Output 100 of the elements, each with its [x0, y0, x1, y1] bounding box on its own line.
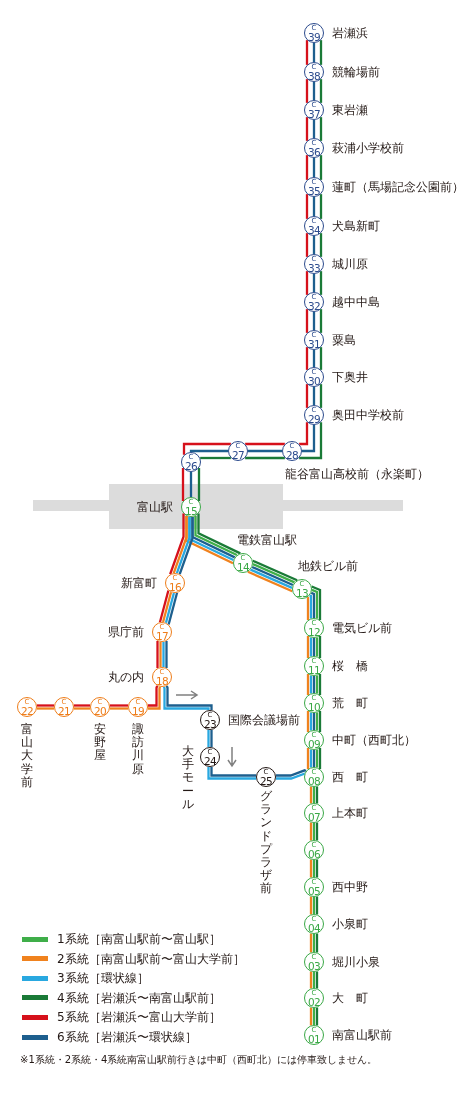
station-circle [304, 914, 324, 934]
station-name: 地鉄ビル前 [298, 559, 358, 573]
station-name: 堀川小泉 [332, 955, 380, 969]
route-line [312, 43, 316, 62]
station-name: 大 町 [332, 991, 368, 1005]
station-number: 03 [307, 960, 321, 971]
station-circle [304, 177, 324, 197]
station-number: 23 [203, 718, 217, 729]
route-line [306, 748, 310, 769]
route-line [109, 707, 129, 710]
station-number: 20 [93, 705, 107, 716]
station-number: 09 [307, 738, 321, 749]
station-circle [304, 656, 324, 676]
station-name: 富山駅 [137, 500, 173, 514]
station-circle [128, 697, 148, 717]
station-circle [304, 1025, 324, 1045]
station-circle [165, 573, 185, 593]
route-line [319, 271, 323, 295]
station-number: 38 [307, 70, 321, 81]
station-name: 城川原 [332, 257, 368, 271]
station-circle [304, 988, 324, 1008]
station-number: 28 [285, 449, 299, 460]
station-number: 15 [184, 505, 198, 516]
route-line [315, 637, 319, 657]
route-line [275, 772, 306, 780]
station-number: 31 [307, 338, 321, 349]
station-circle [181, 452, 201, 472]
station-number: 21 [57, 705, 71, 716]
station-number: 12 [307, 626, 321, 637]
station-number: 32 [307, 300, 321, 311]
route-line [319, 194, 323, 219]
station-name: 諏訪川原 [132, 723, 144, 776]
station-circle [304, 840, 324, 860]
legend-text: 5系統［岩瀬浜〜富山大学前］ [57, 1010, 221, 1025]
route-line [310, 591, 316, 618]
station-number: 01 [307, 1033, 321, 1044]
station-number: 26 [184, 460, 198, 471]
route-line [305, 194, 309, 219]
route-line [309, 1007, 313, 1026]
station-circle [304, 100, 324, 120]
route-line [305, 233, 309, 257]
route-line [36, 707, 55, 710]
station-name: 新富町 [121, 576, 157, 590]
station-circle [17, 697, 37, 717]
station-number: 30 [307, 375, 321, 386]
station-name: 南富山駅前 [332, 1028, 392, 1042]
station-number: 39 [307, 31, 321, 42]
legend-text: 1系統［南富山駅前〜富山駅］ [57, 932, 221, 946]
station-circle [292, 579, 312, 599]
station-circle [233, 553, 253, 573]
station-circle [152, 622, 172, 642]
station-circle [304, 367, 324, 387]
station-circle [304, 138, 324, 158]
station-circle [304, 693, 324, 713]
station-number: 24 [203, 755, 217, 766]
station-name: 西中野 [332, 880, 368, 894]
route-line [200, 456, 231, 460]
station-circle [200, 710, 220, 730]
route-line [309, 859, 313, 878]
station-number: 02 [307, 996, 321, 1007]
route-line [315, 933, 319, 953]
route-line [109, 704, 129, 707]
station-name: 荒 町 [332, 696, 368, 710]
station-number: 10 [307, 701, 321, 712]
route-line [305, 155, 309, 180]
route-line [312, 158, 316, 177]
route-line [36, 704, 55, 707]
route-line [312, 197, 316, 216]
station-circle [256, 767, 276, 787]
route-line [306, 596, 310, 620]
station-number: 27 [231, 449, 245, 460]
station-number: 11 [307, 664, 321, 675]
route-line [319, 309, 323, 333]
route-line [306, 636, 310, 658]
route-line [181, 468, 185, 501]
route-line [309, 749, 313, 768]
route-line [73, 704, 91, 707]
route-line [319, 117, 323, 141]
station-circle [304, 877, 324, 897]
route-line [309, 822, 313, 841]
route-line [319, 155, 323, 180]
station-number: 17 [155, 630, 169, 641]
route-line [245, 456, 285, 460]
station-name: 小泉町 [332, 917, 368, 931]
route-line [318, 674, 322, 695]
route-line [73, 707, 91, 710]
route-line [299, 422, 309, 446]
station-name: 下奥井 [332, 370, 368, 384]
station-circle [304, 23, 324, 43]
station-number: 22 [20, 705, 34, 716]
route-line [318, 748, 322, 769]
station-circle [304, 803, 324, 823]
station-circle [304, 952, 324, 972]
route-line [315, 1007, 319, 1026]
station-circle [304, 405, 324, 425]
station-circle [304, 254, 324, 274]
station-name: 電気ビル前 [332, 621, 392, 635]
route-line [162, 641, 165, 668]
station-name: 安野屋 [94, 723, 106, 763]
station-number: 33 [307, 262, 321, 273]
